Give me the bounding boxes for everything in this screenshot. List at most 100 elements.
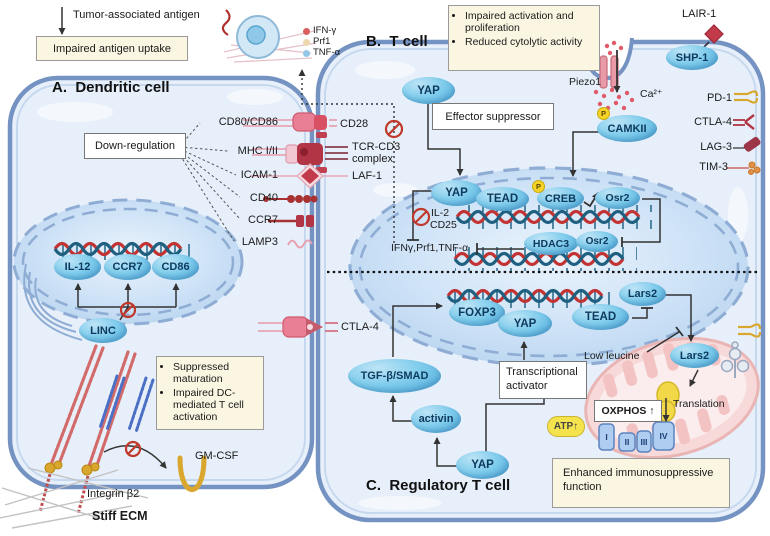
receptor-label-cd80cd86: CD80/CD86: [218, 116, 278, 128]
highlights: [37, 61, 748, 510]
checkpoint-label-ctla4: CTLA-4: [694, 116, 732, 128]
lag3-receptor: [733, 136, 761, 152]
trna-icon: [720, 341, 750, 378]
legend-label: TNF-α: [313, 47, 341, 59]
translation-label: Translation: [673, 398, 725, 410]
yap-node-treg: YAP: [456, 451, 509, 479]
ecm-fibers-bottom: [0, 467, 149, 529]
cd25-label: CD25: [430, 219, 457, 231]
etc-complexes: [598, 421, 675, 453]
low-leucine-label: Low leucine: [584, 350, 640, 362]
complex-iv-label: IV: [659, 431, 668, 441]
ccr7-receptor: [268, 215, 314, 227]
tead-node-b: TEAD: [476, 187, 529, 211]
gmcsf-label: GM-CSF: [195, 450, 239, 462]
receptor-label-icam1: ICAM-1: [240, 169, 278, 181]
cytokine-legend: IFN-γ Prf1 TNF-α: [303, 26, 340, 59]
antigen-squiggle: [221, 9, 231, 36]
dc-effect: Impaired DC-mediated T cell activation: [173, 387, 259, 423]
legend-label: IFN-γ: [313, 25, 337, 37]
legend-dot-prf1: [303, 39, 310, 46]
checkpoint-label-pd1: PD-1: [706, 92, 732, 104]
pd1-receptor: [734, 90, 759, 104]
checkpoint-label-tim3: TIM-3: [699, 161, 728, 173]
gmcsf-receptor: [177, 455, 207, 492]
creb-node: CREB: [537, 187, 584, 210]
activin-node: activin: [411, 405, 461, 433]
complex-ii-label: II: [624, 437, 630, 447]
gold-receptor-lower: [738, 323, 762, 338]
legend-label: Prf1: [313, 36, 331, 48]
calcium-label: Ca²⁺: [640, 88, 663, 100]
stiff-ecm-label: Stiff ECM: [92, 509, 148, 523]
cd80cd86-cd28-receptor: [243, 112, 337, 132]
hdac3-node: HDAC3: [524, 232, 578, 255]
il2-label: IL-2: [431, 207, 450, 219]
tead-node-c: TEAD: [572, 304, 629, 330]
prohibition-symbols: [119, 119, 431, 458]
shp1-node: SHP-1: [666, 45, 718, 70]
phospho-badge-camkii: P: [597, 107, 610, 120]
cytokines-label: IFNγ,Prf1,TNF-α: [391, 242, 469, 254]
checkpoint-label-lag3: LAG-3: [700, 141, 732, 153]
actin-filaments: [50, 344, 155, 470]
integrin-label: Integrin β2: [87, 488, 140, 500]
yap-node-nucleus-c: YAP: [498, 310, 552, 337]
connectors: [58, 7, 699, 469]
section-a-title: A. Dendritic cell: [52, 79, 170, 96]
phospho-badge-creb: P: [532, 180, 545, 193]
lars2-node-nucleus: Lars2: [619, 282, 666, 306]
tumor-antigen-label: Tumor-associated antigen: [73, 9, 200, 21]
receptor-label-ctla4-synapse: CTLA-4: [341, 321, 379, 333]
enhanced-function-callout: Enhanced immunosuppressive function: [552, 458, 730, 508]
receptor-label-tcrcd3: TCR-CD3 complex: [352, 141, 401, 166]
receptor-label-cd28: CD28: [340, 118, 369, 130]
lamp3-receptor: [287, 239, 313, 249]
section-c-title: C. Regulatory T cell: [366, 477, 511, 494]
yap-node-tcell: YAP: [402, 77, 455, 104]
osr2-node-b: Osr2: [576, 231, 618, 252]
legend-dot-ifng: [303, 28, 310, 35]
receptor-label-lamp3: LAMP3: [241, 236, 278, 248]
lair1-label: LAIR-1: [682, 8, 717, 20]
lars2-node-mito: Lars2: [670, 343, 719, 368]
atp-badge: ATP↑: [547, 416, 585, 437]
tcell-effects-callout: Impaired activation and proliferation Re…: [448, 5, 600, 71]
mhc-tcr-receptor: [252, 132, 348, 173]
dc-effects-callout: Suppressed maturation Impaired DC-mediat…: [156, 356, 264, 430]
yap-node-nucleus-b: YAP: [431, 180, 482, 206]
cd40-receptor: [263, 195, 318, 203]
cd86-node: CD86: [152, 254, 199, 280]
ccr7-node: CCR7: [104, 254, 151, 280]
calcium-ions: [593, 40, 635, 111]
il12-node: IL-12: [54, 254, 101, 280]
section-b-title: B. T cell: [366, 33, 428, 50]
downregulation-callout: Down-regulation: [84, 133, 186, 159]
receptor-label-ccr7: CCR7: [248, 214, 278, 226]
ctla4-synapse-receptor: [258, 316, 338, 338]
piezo1-label: Piezo1: [569, 76, 602, 88]
legend-dot-tnfa: [303, 50, 310, 57]
receptor-label-laf1: LAF-1: [352, 170, 382, 182]
complex-i-label: I: [605, 432, 608, 442]
tcell-effect: Impaired activation and proliferation: [465, 10, 583, 34]
impaired-uptake-callout: Impaired antigen uptake: [36, 36, 188, 61]
oxphos-callout: OXPHOS ↑: [594, 400, 662, 422]
tcell-effect: Reduced cytolytic activity: [465, 36, 583, 48]
osr2-node: Osr2: [595, 187, 640, 209]
tgfb-smad-node: TGF-β/SMAD: [348, 359, 441, 393]
foxp3-node: FOXP3: [449, 299, 505, 326]
camkii-node: CAMKII: [597, 115, 657, 142]
antigen-cell: [236, 15, 280, 59]
linc-node: LINC: [79, 318, 127, 343]
transcriptional-activator-callout: Transcriptional activator: [499, 361, 587, 399]
effector-suppressor-callout: Effector suppressor: [432, 103, 554, 130]
integrin-anchors: [44, 460, 100, 476]
complex-iii-label: III: [640, 436, 648, 447]
ctla4-receptor: [733, 114, 755, 130]
receptor-label-mhc: MHC I/II: [237, 145, 278, 157]
receptor-label-cd40: CD40: [249, 192, 278, 204]
icam1-laf1-receptor: [250, 163, 348, 189]
dc-effect: Suppressed maturation: [173, 361, 259, 385]
